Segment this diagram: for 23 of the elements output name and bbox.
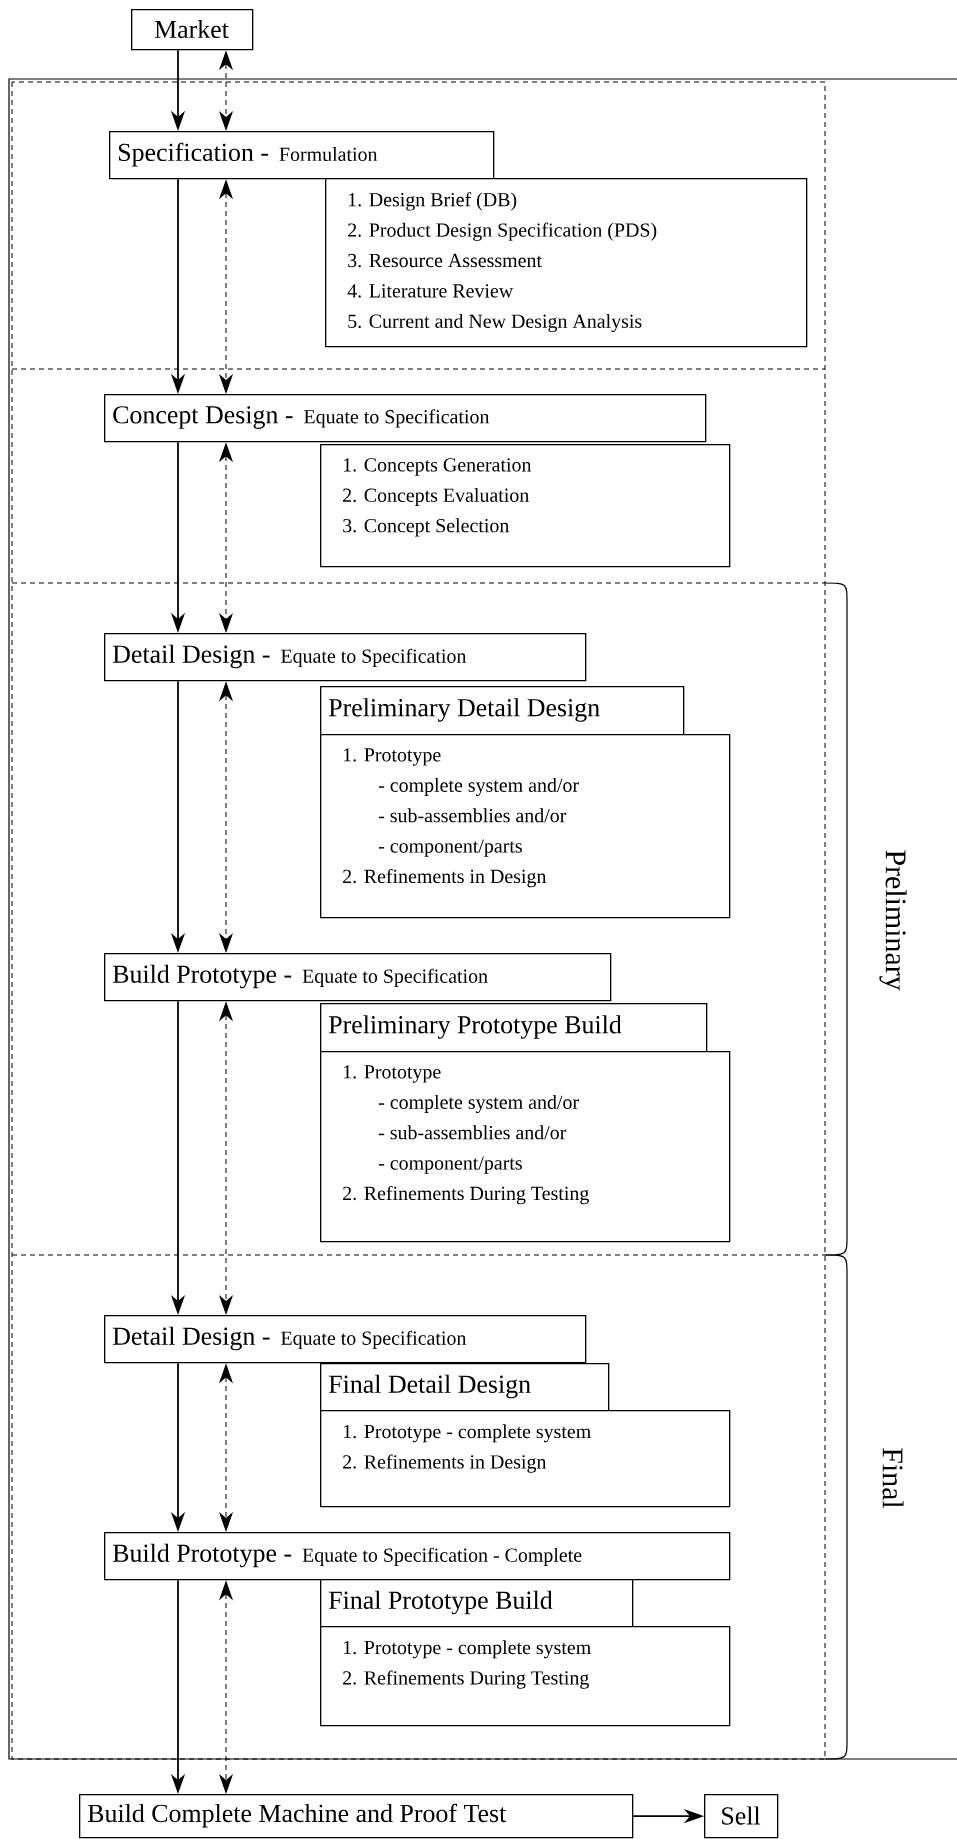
arrow — [219, 1581, 233, 1793]
tab-header: Final Prototype Build — [320, 1579, 634, 1628]
arrow — [219, 682, 233, 952]
stage-box: Build Prototype - Equate to Specification — [104, 953, 612, 1002]
process-box: Market — [131, 9, 254, 51]
tab-header: Preliminary Detail Design — [320, 686, 685, 736]
arrow — [219, 1364, 233, 1531]
stage-box: Detail Design - Equate to Specification — [104, 1315, 587, 1364]
list-box: 1. Concepts Generation 2. Concepts Evaluation 3. Concept Selection — [320, 444, 731, 568]
arrow — [219, 443, 233, 632]
process-box: Build Complete Machine and Proof Test — [79, 1794, 634, 1839]
stage-box: Detail Design - Equate to Specification — [104, 633, 587, 682]
phase-label: Preliminary — [879, 850, 907, 991]
tab-header: Preliminary Prototype Build — [320, 1003, 708, 1053]
process-box: Sell — [704, 1794, 779, 1839]
arrow — [219, 1002, 233, 1314]
tab-header: Final Detail Design — [320, 1363, 610, 1412]
stage-box: Build Prototype - Equate to Specification - Complete — [104, 1532, 731, 1581]
stage-box: Specification - Formulation — [109, 131, 495, 180]
phase-label: Final — [882, 1448, 904, 1509]
arrow — [219, 51, 233, 130]
stage-box: Concept Design - Equate to Specification — [104, 394, 707, 443]
arrow — [219, 180, 233, 393]
